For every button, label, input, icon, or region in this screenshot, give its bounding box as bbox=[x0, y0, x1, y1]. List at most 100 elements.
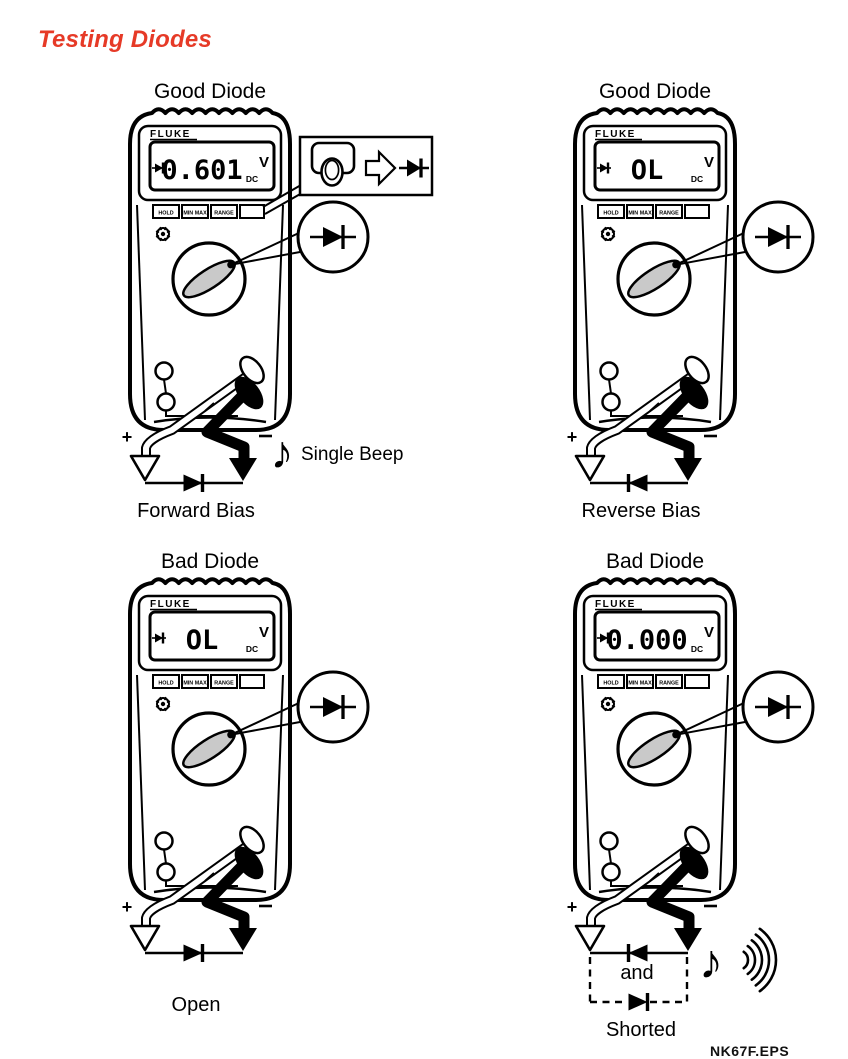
white-probe-cap bbox=[684, 355, 710, 385]
button-hold: HOLD bbox=[597, 674, 625, 689]
lcd-volts-annunciator: V bbox=[704, 154, 714, 171]
svg-text:RANGE: RANGE bbox=[659, 210, 679, 216]
black-probe-head bbox=[234, 846, 264, 880]
probe-band bbox=[204, 872, 215, 882]
lcd-display bbox=[148, 140, 276, 192]
backlight-icon bbox=[600, 226, 616, 242]
button-hold: HOLD bbox=[152, 674, 180, 689]
white-probe-cap bbox=[239, 825, 265, 855]
callout-diode-icon bbox=[755, 225, 801, 249]
white-probe-cap bbox=[239, 355, 265, 385]
positive-arrow-icon bbox=[129, 924, 161, 952]
case-contour-left bbox=[581, 674, 591, 891]
brand-logo: FLUKE bbox=[150, 599, 197, 611]
rotary-dial bbox=[616, 241, 692, 317]
button-minmax: MIN MAX bbox=[181, 204, 209, 219]
probe-band bbox=[649, 402, 660, 412]
lcd-reading: OL bbox=[186, 625, 219, 656]
input-jacks bbox=[599, 831, 683, 887]
panel-title: Bad Diode bbox=[160, 550, 260, 573]
panel-title: Good Diode bbox=[598, 80, 712, 103]
backlight-icon bbox=[155, 226, 171, 242]
input-jacks bbox=[154, 361, 238, 417]
panel-title: Bad Diode bbox=[605, 550, 705, 573]
case-bottom-line bbox=[598, 886, 712, 894]
positive-arrow-icon bbox=[129, 454, 161, 482]
svg-text:FLUKE: FLUKE bbox=[595, 129, 636, 140]
button-hold: HOLD bbox=[597, 204, 625, 219]
sound-waves-icon bbox=[742, 927, 778, 993]
callout-diode-icon bbox=[310, 225, 356, 249]
lcd-volts-annunciator: V bbox=[259, 154, 269, 171]
svg-text:HOLD: HOLD bbox=[603, 210, 618, 216]
negative-arrow-icon bbox=[229, 458, 257, 481]
positive-test-lead bbox=[586, 841, 697, 933]
svg-text:FLUKE: FLUKE bbox=[595, 599, 636, 610]
circuit-diode-icon bbox=[183, 474, 205, 492]
face-plate bbox=[582, 594, 728, 672]
page-title: Testing Diodes bbox=[38, 26, 212, 53]
result-caption: Forward Bias bbox=[137, 500, 255, 522]
svg-text:MIN MAX: MIN MAX bbox=[628, 210, 652, 216]
lcd-diode-annunciator-icon bbox=[597, 162, 611, 174]
positive-arrow-icon bbox=[574, 454, 606, 482]
callout-diode-icon bbox=[755, 695, 801, 719]
button-minmax: MIN MAX bbox=[181, 674, 209, 689]
lcd-display bbox=[593, 610, 721, 662]
button-range: RANGE bbox=[210, 204, 238, 219]
case-bottom-line bbox=[153, 886, 267, 894]
button-range: RANGE bbox=[655, 674, 683, 689]
dial-callout bbox=[230, 670, 370, 744]
backlight-icon bbox=[155, 696, 171, 712]
lcd-display bbox=[148, 610, 276, 662]
result-caption: Reverse Bias bbox=[581, 500, 701, 522]
input-jacks bbox=[154, 831, 238, 887]
lcd-dc-annunciator: DC bbox=[246, 644, 258, 654]
rotary-dial bbox=[171, 711, 247, 787]
case-bottom-line bbox=[598, 416, 712, 424]
inset-pushbutton-callout bbox=[262, 135, 434, 215]
lcd-diode-annunciator-icon bbox=[152, 162, 166, 174]
plus-sign: + bbox=[567, 897, 578, 917]
button-minmax: MIN MAX bbox=[626, 204, 654, 219]
figure-filename: NK67F.EPS bbox=[710, 1043, 790, 1059]
lcd-dc-annunciator: DC bbox=[691, 644, 703, 654]
rotary-dial bbox=[616, 711, 692, 787]
probe-band bbox=[204, 402, 215, 412]
and-label: and bbox=[620, 962, 654, 984]
face-plate bbox=[137, 124, 283, 202]
positive-test-lead bbox=[141, 841, 252, 933]
lcd-volts-annunciator: V bbox=[704, 624, 714, 641]
black-probe-head bbox=[234, 376, 264, 410]
button-minmax: MIN MAX bbox=[626, 674, 654, 689]
button-range: RANGE bbox=[655, 204, 683, 219]
positive-arrow-icon bbox=[574, 924, 606, 952]
button-blank bbox=[239, 204, 265, 219]
negative-test-lead bbox=[646, 376, 709, 466]
input-jacks bbox=[599, 361, 683, 417]
brand-logo: FLUKE bbox=[595, 129, 642, 141]
rotary-dial bbox=[171, 241, 247, 317]
positive-test-lead bbox=[586, 371, 697, 463]
brand-logo: FLUKE bbox=[595, 599, 642, 611]
case-bottom-line bbox=[153, 416, 267, 424]
case-contour-left bbox=[136, 204, 146, 421]
svg-text:MIN MAX: MIN MAX bbox=[183, 680, 207, 686]
backlight-icon bbox=[600, 696, 616, 712]
brand-logo: FLUKE bbox=[150, 129, 197, 141]
svg-text:RANGE: RANGE bbox=[214, 680, 234, 686]
white-probe-cap bbox=[684, 825, 710, 855]
callout-diode-icon bbox=[310, 695, 356, 719]
lcd-reading: OL bbox=[631, 155, 664, 186]
lcd-dc-annunciator: DC bbox=[246, 174, 258, 184]
button-blank bbox=[684, 204, 710, 219]
negative-arrow-icon bbox=[674, 928, 702, 951]
plus-sign: + bbox=[122, 897, 133, 917]
